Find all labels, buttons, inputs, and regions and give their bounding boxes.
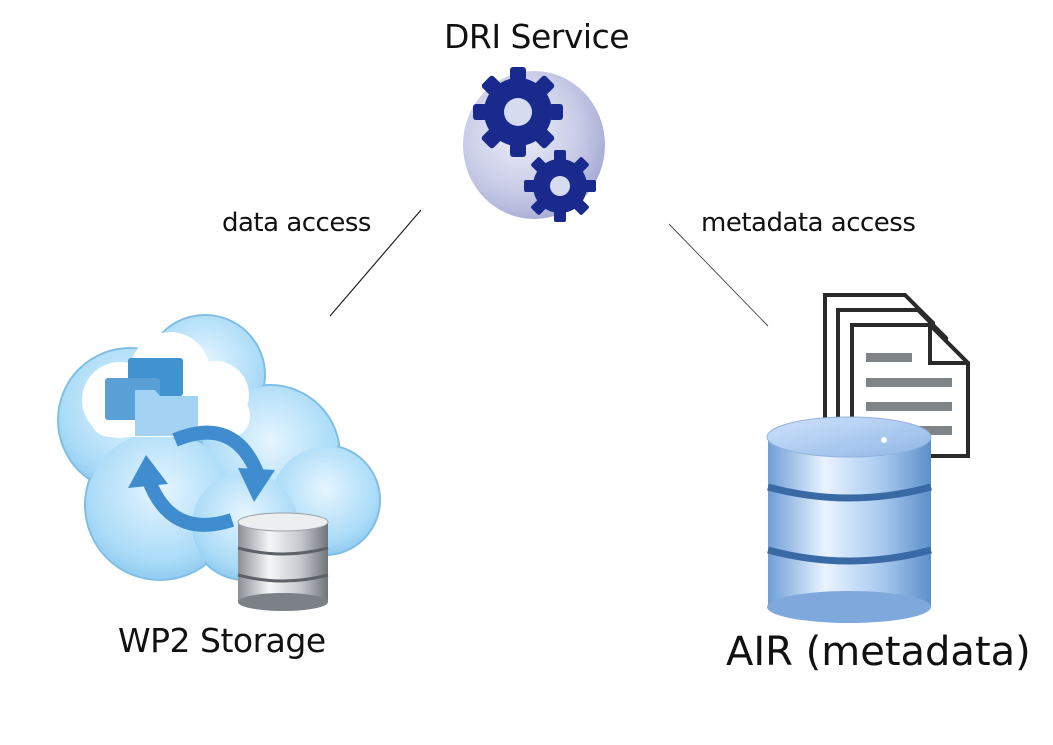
edge-data-access (329, 209, 422, 317)
blue-database-icon (766, 416, 932, 623)
edge-metadata-access (668, 223, 769, 327)
metadata-access-label: metadata access (701, 208, 916, 238)
silver-database-icon (237, 512, 329, 611)
sync-arrows-icon (141, 425, 265, 532)
wp2-storage-label: WP2 Storage (118, 621, 326, 660)
folders-icon (105, 358, 198, 436)
cloud-storage-icon (57, 314, 381, 611)
database-documents-icon (766, 293, 970, 623)
gears-icon (463, 67, 605, 222)
air-metadata-label: AIR (metadata) (726, 629, 1031, 675)
data-access-label: data access (222, 208, 371, 238)
dri-service-label: DRI Service (444, 17, 630, 56)
